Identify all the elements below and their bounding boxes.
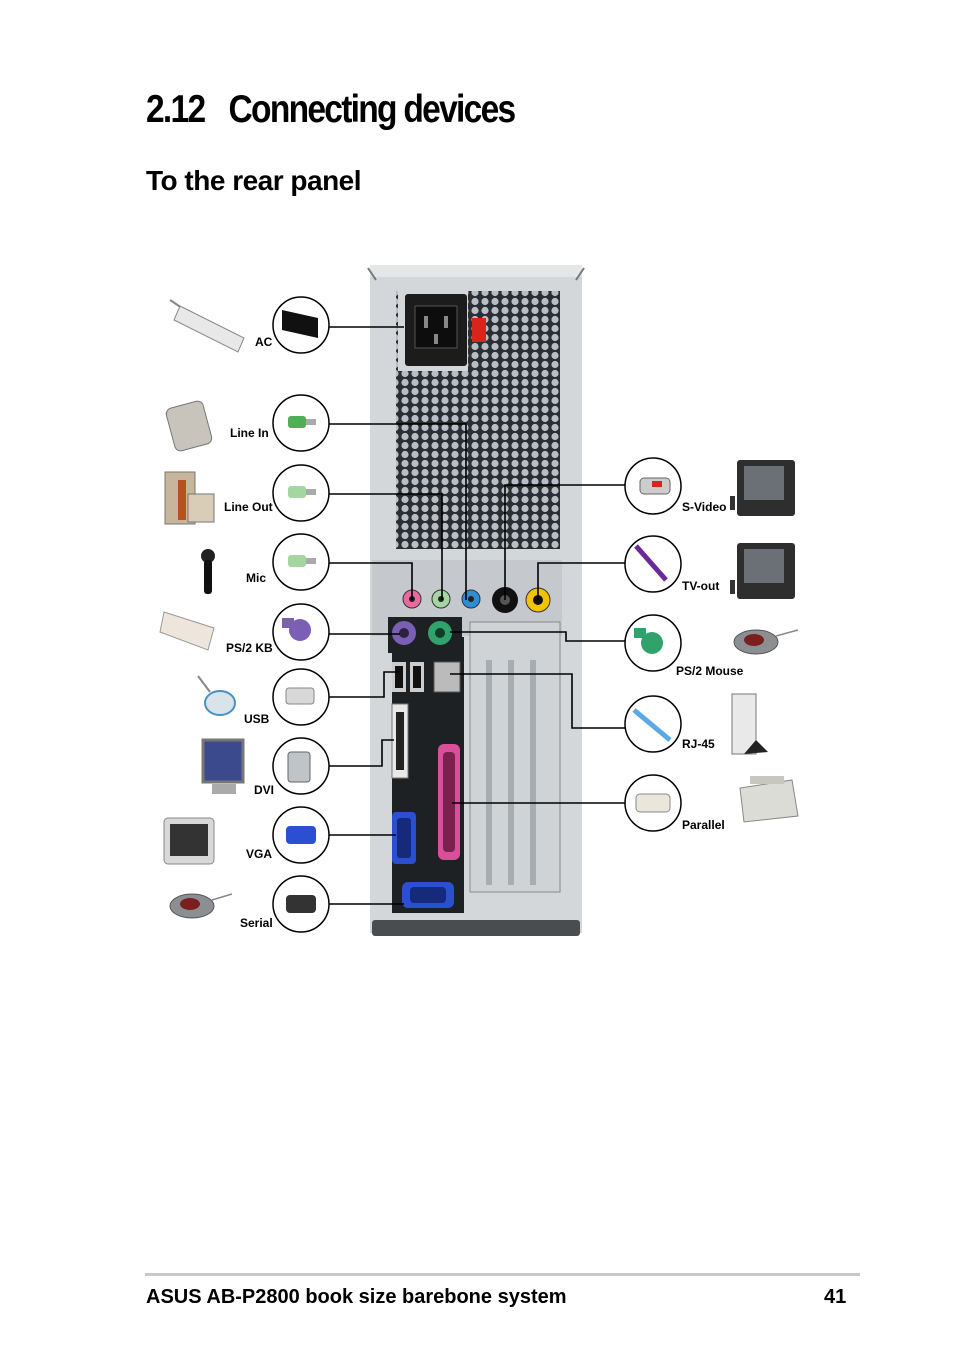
cassette-recorder-icon bbox=[165, 400, 213, 452]
usb-plug-icon bbox=[272, 668, 330, 726]
label-line-out: Line Out bbox=[224, 500, 273, 514]
page-number: 41 bbox=[824, 1286, 847, 1308]
keyboard-icon bbox=[159, 611, 215, 651]
footer-text: ASUS AB-P2800 book size barebone system bbox=[146, 1286, 567, 1308]
label-ps2-mouse: PS/2 Mouse bbox=[676, 664, 744, 678]
label-parallel: Parallel bbox=[682, 818, 725, 832]
connector-lines bbox=[329, 326, 626, 905]
label-s-video: S-Video bbox=[682, 500, 727, 514]
label-ac: AC bbox=[255, 335, 273, 349]
lcd-monitor-icon bbox=[201, 738, 245, 794]
ps2-mouse-device-icon bbox=[733, 629, 799, 655]
ac-inlet bbox=[405, 294, 486, 366]
dvi-port bbox=[391, 703, 409, 779]
printer-icon bbox=[739, 776, 799, 823]
label-serial: Serial bbox=[240, 916, 273, 930]
line-in-plug-icon bbox=[272, 394, 330, 452]
dvi-plug-icon bbox=[272, 737, 330, 795]
tv-icon-1 bbox=[730, 460, 795, 516]
ps2-ports bbox=[388, 617, 462, 653]
label-usb: USB bbox=[244, 712, 270, 726]
parallel-port bbox=[438, 744, 460, 860]
serial-mouse-icon bbox=[169, 893, 233, 919]
subtitle: To the rear panel bbox=[146, 165, 362, 196]
power-strip-icon bbox=[169, 299, 245, 353]
section-number: 2.12 bbox=[146, 88, 206, 131]
microphone-icon bbox=[201, 549, 215, 594]
label-ps2-kb: PS/2 KB bbox=[226, 641, 273, 655]
tv-icon-2 bbox=[730, 543, 795, 599]
rj45-port bbox=[433, 661, 461, 693]
section-heading: 2.12 Connecting devices bbox=[146, 88, 517, 132]
ps2-kb-plug-icon bbox=[272, 603, 330, 661]
label-line-in: Line In bbox=[230, 426, 269, 440]
section-title: Connecting devices bbox=[228, 88, 517, 131]
vga-port bbox=[392, 812, 416, 864]
usb-ports bbox=[392, 662, 424, 692]
crt-monitor-icon bbox=[163, 817, 215, 865]
mic-plug-icon bbox=[272, 533, 330, 591]
s-video-plug-icon bbox=[624, 457, 682, 515]
label-tv-out: TV-out bbox=[682, 579, 720, 593]
rj45-plug-icon bbox=[624, 695, 682, 753]
label-rj45: RJ-45 bbox=[682, 737, 715, 751]
label-dvi: DVI bbox=[254, 783, 275, 797]
parallel-plug-icon bbox=[624, 774, 682, 832]
speakers-icon bbox=[164, 471, 215, 525]
line-out-plug-icon bbox=[272, 464, 330, 522]
ac-plug-icon bbox=[272, 296, 330, 354]
label-vga: VGA bbox=[246, 847, 273, 861]
tv-out-plug-icon bbox=[624, 535, 682, 593]
label-mic: Mic bbox=[246, 571, 267, 585]
usb-device-icon bbox=[197, 675, 236, 716]
footer-divider bbox=[145, 1273, 860, 1276]
ps2-mouse-plug-icon bbox=[624, 614, 682, 672]
expansion-bracket bbox=[469, 621, 561, 893]
serial-plug-icon bbox=[272, 875, 330, 933]
network-device-icon bbox=[731, 693, 768, 755]
vga-plug-icon bbox=[272, 806, 330, 864]
serial-port bbox=[402, 882, 454, 908]
